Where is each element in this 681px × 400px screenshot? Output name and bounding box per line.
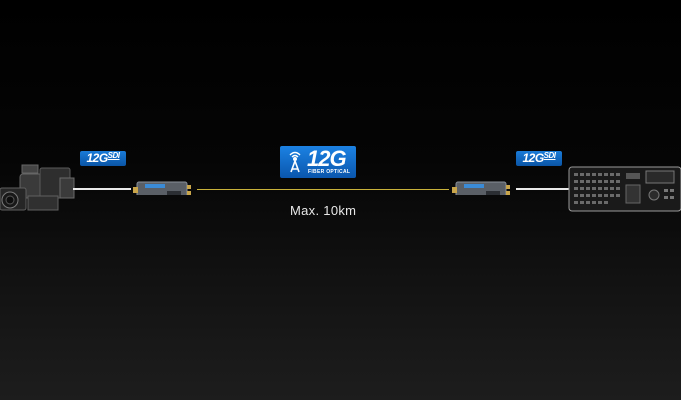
broadcast-switcher-icon <box>568 166 681 212</box>
sdi-cable-left <box>73 188 131 190</box>
badge-sub-text: SDI <box>107 151 120 160</box>
antenna-icon <box>289 151 301 173</box>
fiber-optical-badge: 12G FIBER OPTICAL <box>280 146 356 178</box>
sdi-cable-right <box>516 188 570 190</box>
fiber-badge-main-text: 12G <box>307 146 347 171</box>
camera-icon <box>0 164 75 211</box>
sdi-badge-left: 12GSDI <box>80 151 126 166</box>
fiber-converter-icon <box>452 181 510 195</box>
distance-label: Max. 10km <box>290 203 357 218</box>
fiber-optic-line <box>197 189 449 190</box>
badge-sub-text: SDI <box>543 151 556 160</box>
badge-main-text: 12G <box>522 151 544 165</box>
fiber-converter-icon <box>133 181 191 195</box>
sdi-badge-right: 12GSDI <box>516 151 562 166</box>
fiber-badge-sub-text: FIBER OPTICAL <box>308 169 351 175</box>
badge-main-text: 12G <box>86 151 108 165</box>
